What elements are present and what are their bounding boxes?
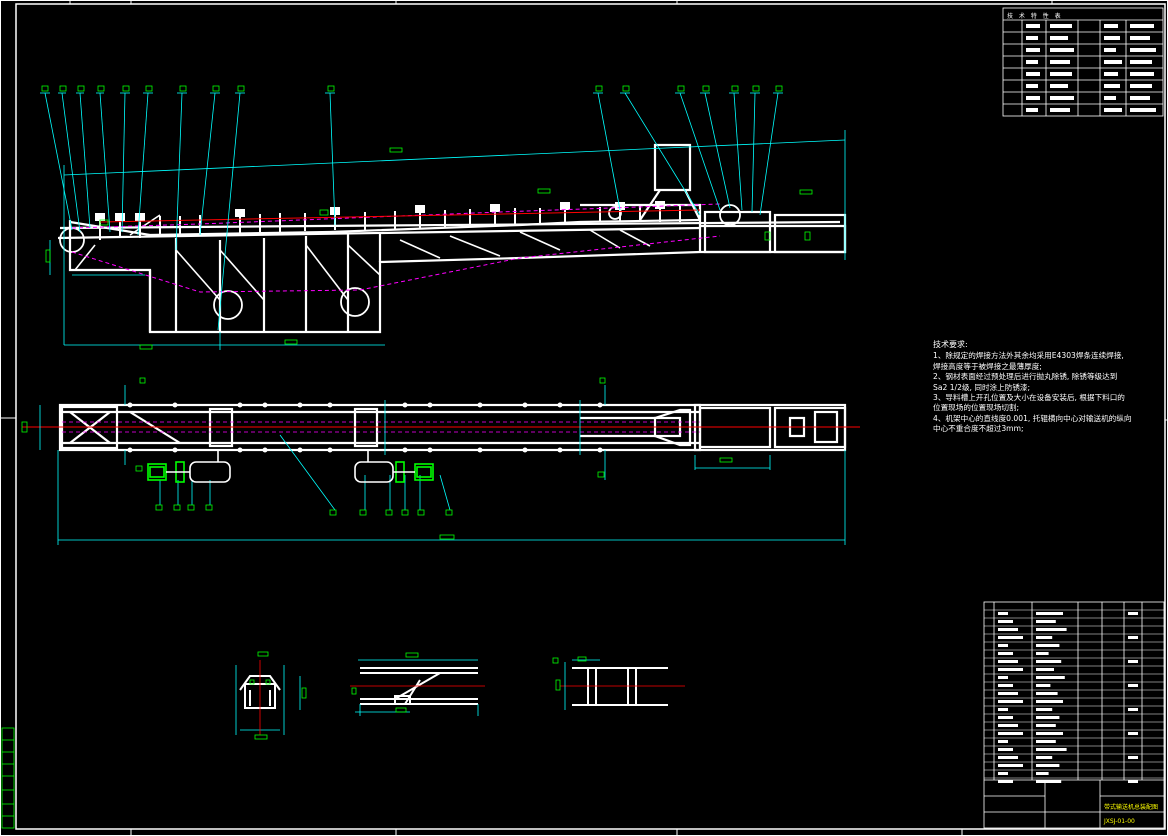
- elevation-centerlines: [99, 209, 701, 223]
- drive-units: [147, 450, 434, 483]
- parts-row-cell: [1128, 684, 1138, 687]
- parts-row-cell: [998, 676, 1008, 679]
- parts-row-cell: [998, 780, 1013, 783]
- parts-row-cell: [1036, 772, 1049, 775]
- parts-row-cell: [998, 628, 1018, 631]
- technical-specs-table: [1002, 7, 1164, 117]
- parts-row-cell: [1036, 748, 1067, 751]
- parts-row-cell: [998, 732, 1023, 735]
- parts-row-cell: [998, 764, 1023, 767]
- detail-view-2: [350, 652, 485, 716]
- parts-row-cell: [1036, 684, 1051, 687]
- parts-list-table: [983, 601, 1165, 829]
- parts-list-cells: [998, 612, 1138, 783]
- left-strip: [1, 727, 15, 829]
- parts-row-cell: [1036, 676, 1065, 679]
- tech-note-line: 焊接高度等于被焊接之最薄厚度;: [933, 361, 1042, 371]
- specs-table-cells: [1026, 24, 1156, 112]
- parts-row-cell: [998, 724, 1018, 727]
- parts-list-rows: [984, 609, 1164, 779]
- parts-row-cell: [1128, 708, 1138, 711]
- parts-row-cell: [1036, 652, 1049, 655]
- parts-row-cell: [1036, 724, 1056, 727]
- parts-row-cell: [1036, 612, 1063, 615]
- parts-row-cell: [1036, 620, 1056, 623]
- plan-part-labels: [21, 377, 733, 540]
- parts-row-cell: [1036, 628, 1067, 631]
- drawing-name: 带式输送机总装配图: [1104, 804, 1159, 811]
- elevation-view: [40, 85, 847, 350]
- tech-note-line: Sa2 1/2级, 同时涂上防锈漆;: [933, 382, 1031, 392]
- detail-view-1: [235, 651, 307, 740]
- parts-row-cell: [1128, 780, 1138, 783]
- parts-row-cell: [998, 660, 1018, 663]
- parts-row-cell: [1128, 660, 1138, 663]
- parts-row-cell: [998, 748, 1013, 751]
- parts-row-cell: [998, 756, 1018, 759]
- parts-row-cell: [1036, 708, 1053, 711]
- parts-row-cell: [998, 612, 1008, 615]
- parts-row-cell: [1036, 740, 1056, 743]
- tech-note-line: 位置现场的位置现场切割;: [933, 403, 1020, 413]
- parts-row-cell: [1128, 732, 1138, 735]
- plan-hidden-lines: [62, 421, 700, 433]
- frame-braces: [74, 214, 651, 301]
- tech-notes-title: 技术要求:: [933, 340, 968, 349]
- technical-requirements: 技术要求: 1、除规定的焊接方法外其余均采用E4303焊条连续焊接, 焊接高度等…: [933, 340, 1165, 435]
- tech-note-line: 4、机架中心的直线度0.001, 托辊横向中心对输送机的纵向: [933, 413, 1132, 423]
- drawing-number: JXSJ-01-00: [1104, 818, 1135, 825]
- parts-row-cell: [1036, 716, 1060, 719]
- parts-row-cell: [1036, 764, 1060, 767]
- conveyor-frame-elevation: [57, 143, 847, 334]
- specs-table-header: 技 术 特 性 表: [1007, 13, 1063, 20]
- tech-note-line: 中心不重合度不超过3mm;: [933, 424, 1024, 434]
- parts-row-cell: [998, 772, 1008, 775]
- parts-row-cell: [998, 716, 1013, 719]
- elevation-dimensions: [40, 92, 846, 350]
- parts-row-cell: [998, 740, 1008, 743]
- parts-row-cell: [998, 692, 1018, 695]
- parts-row-cell: [998, 644, 1008, 647]
- parts-row-cell: [1036, 732, 1063, 735]
- tech-note-line: 3、导料槽上开孔位置及大小在设备安装后, 根据下料口的: [933, 393, 1125, 403]
- parts-row-cell: [1036, 660, 1062, 663]
- tech-note-line: 1、除规定的焊接方法外其余均采用E4303焊条连续焊接,: [933, 351, 1124, 361]
- parts-row-cell: [1036, 644, 1060, 647]
- plan-view: [21, 377, 860, 545]
- parts-row-cell: [998, 636, 1023, 639]
- plan-dimensions: [39, 385, 846, 545]
- tech-note-line: 2、钢材表面经过预处理后进行抛丸除锈, 除锈等级达到: [933, 372, 1118, 382]
- parts-row-cell: [1036, 668, 1054, 671]
- parts-row-cell: [1036, 692, 1058, 695]
- parts-row-cell: [1128, 636, 1138, 639]
- parts-row-cell: [998, 708, 1008, 711]
- parts-row-cell: [1036, 700, 1063, 703]
- detail-view-3: [552, 656, 685, 710]
- belt-return-path: [71, 203, 721, 293]
- elevation-part-labels: [41, 85, 813, 350]
- plan-idler-markers: [127, 402, 603, 453]
- parts-row-cell: [1036, 636, 1053, 639]
- parts-row-cell: [1128, 612, 1138, 615]
- parts-row-cell: [1128, 756, 1138, 759]
- parts-row-cell: [998, 668, 1023, 671]
- parts-row-cell: [1036, 756, 1053, 759]
- parts-row-cell: [1036, 780, 1062, 783]
- parts-row-cell: [998, 652, 1013, 655]
- parts-row-cell: [998, 620, 1013, 623]
- parts-row-cell: [998, 700, 1023, 703]
- parts-row-cell: [998, 684, 1013, 687]
